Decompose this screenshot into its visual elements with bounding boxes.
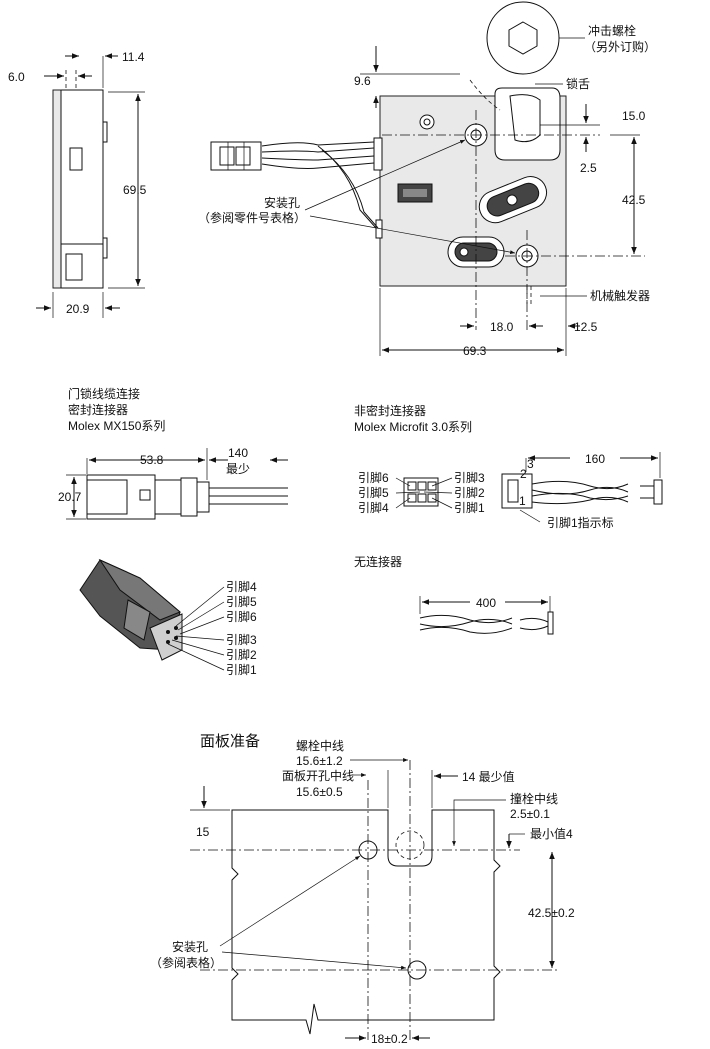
pin-right-1: 引脚1 — [454, 500, 485, 515]
panel-mount-hole-note: （参阅表格） — [150, 955, 222, 970]
pin-label-4: 引脚4 — [226, 579, 257, 594]
pin-num-3: 3 — [527, 457, 534, 471]
dim-panel-42-5: 42.5±0.2 — [528, 906, 575, 920]
side-view-flange — [52, 89, 62, 289]
dim-140: 140 — [228, 446, 248, 460]
pin-num-2: 2 — [520, 467, 527, 481]
adjust-slot — [478, 176, 548, 224]
dim-11-4: 11.4 — [122, 50, 145, 64]
panel-hole-center-label: 面板开孔中线 — [282, 768, 354, 783]
dim-panel-18: 18±0.2 — [371, 1032, 408, 1046]
pin-label-6: 引脚6 — [226, 609, 257, 624]
strike-center-label: 撞栓中线 — [510, 791, 558, 806]
min-label: 最少 — [226, 462, 250, 476]
unsealed-title-1: 非密封连接器 — [354, 403, 426, 418]
dim-9-6: 9.6 — [354, 74, 371, 88]
strike-bolt-note: （另外订购） — [584, 39, 656, 54]
panel-hole-center-value: 15.6±0.5 — [296, 785, 343, 799]
dim-panel-15: 15 — [196, 825, 210, 839]
side-view: 6.0 11.4 69.5 20.9 — [8, 50, 147, 318]
strike-bolt-hex — [508, 21, 538, 55]
latch-label: 锁舌 — [566, 76, 590, 91]
wire-connector — [210, 141, 262, 171]
pin-label-5: 引脚5 — [226, 594, 257, 609]
dim-69-5: 69.5 — [123, 183, 147, 197]
side-view-latch-window — [69, 147, 83, 171]
panel-title: 面板准备 — [200, 732, 260, 750]
dim-53-8: 53.8 — [140, 453, 164, 467]
unsealed-connector-section: 非密封连接器 Molex Microfit 3.0系列 引脚6 引脚5 引脚4 … — [354, 403, 663, 530]
pin1-indicator: 引脚1指示标 — [547, 515, 614, 530]
lower-slot — [447, 236, 505, 268]
sealed-title-1: 门锁线缆连接 — [68, 386, 140, 401]
pin-label-1: 引脚1 — [226, 662, 257, 677]
dim-2-5: 2.5 — [580, 161, 597, 175]
pin-right-3: 引脚3 — [454, 470, 485, 485]
front-view: 冲击螺栓 （另外订购） 锁舌 — [198, 1, 656, 358]
sealed-title-3: Molex MX150系列 — [68, 419, 165, 433]
bolt-center-label: 螺栓中线 — [296, 738, 344, 753]
latch — [494, 87, 561, 161]
pin-label-3: 引脚3 — [226, 632, 257, 647]
panel-outline — [231, 809, 501, 1035]
mount-hole-note: （参阅零件号表格） — [198, 210, 306, 225]
pin-label-2: 引脚2 — [226, 647, 257, 662]
panel-mount-hole-label: 安装孔 — [172, 939, 208, 954]
dim-18: 18.0 — [490, 320, 514, 334]
pin-left-6: 引脚6 — [358, 470, 389, 485]
dim-160: 160 — [585, 452, 605, 466]
bolt-center-value: 15.6±1.2 — [296, 754, 343, 768]
dim-20-9: 20.9 — [66, 302, 90, 316]
trigger-label: 机械触发器 — [590, 288, 650, 303]
pin-left-5: 引脚5 — [358, 485, 389, 500]
wire-exit — [373, 137, 383, 171]
no-connector-title: 无连接器 — [354, 554, 402, 569]
dim-20-7: 20.7 — [58, 490, 82, 504]
mx150-3d — [79, 558, 183, 661]
dim-15: 15.0 — [622, 109, 646, 123]
mx150-pin-labels: 引脚4 引脚5 引脚6 引脚3 引脚2 引脚1 — [167, 579, 257, 677]
pin-right-2: 引脚2 — [454, 485, 485, 500]
wire-bundle — [261, 141, 379, 229]
sealed-connector-section: 门锁线缆连接 密封连接器 Molex MX150系列 53.8 140 最少 2… — [58, 386, 288, 677]
dim-42-5: 42.5 — [622, 193, 646, 207]
dim-12-5: 12.5 — [574, 320, 598, 334]
min4-label: 最小值4 — [530, 826, 573, 841]
unsealed-title-2: Molex Microfit 3.0系列 — [354, 420, 472, 434]
pin-left-4: 引脚4 — [358, 500, 389, 515]
panel-preparation: 面板准备 螺栓中线 15.6±1.2 面板开孔中线 15.6±0.5 14 最少… — [150, 732, 575, 1046]
min14-label: 14 最少值 — [462, 769, 515, 784]
no-connector-section: 无连接器 400 — [354, 554, 554, 635]
dim-69-3: 69.3 — [463, 344, 487, 358]
sealed-title-2: 密封连接器 — [68, 402, 128, 417]
mount-hole-label: 安装孔 — [264, 195, 300, 210]
strike-bolt-label: 冲击螺栓 — [588, 23, 636, 38]
pin-num-1: 1 — [519, 494, 526, 508]
dim-400: 400 — [476, 596, 496, 610]
strike-center-value: 2.5±0.1 — [510, 807, 550, 821]
dim-6: 6.0 — [8, 70, 25, 84]
